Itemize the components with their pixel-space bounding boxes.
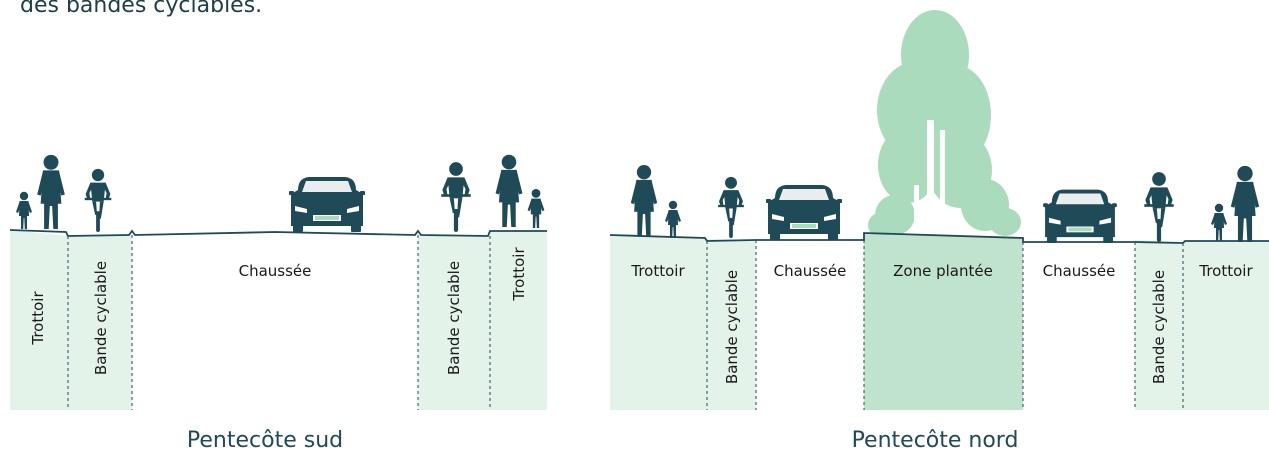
zone-label: Bande cyclable	[723, 270, 741, 384]
zone-label: Trottoir	[630, 262, 685, 280]
adult-pedestrian-icon	[1230, 165, 1260, 242]
zone-label: Trottoir	[29, 291, 47, 346]
north-bike-lane-right	[1135, 240, 1183, 410]
cyclist-icon	[84, 168, 112, 232]
zone-label: Bande cyclable	[92, 261, 110, 375]
child-pedestrian-icon	[1211, 203, 1227, 241]
south-sidewalk-right	[490, 231, 547, 410]
south-bike-lane-left	[68, 235, 132, 410]
zone-label: Chaussée	[239, 262, 312, 280]
zone-label: Bande cyclable	[445, 261, 463, 375]
car-icon	[766, 185, 842, 240]
intro-text: des bandes cyclables.	[20, 0, 263, 18]
south-sidewalk-left	[10, 230, 68, 410]
north-planted-zone	[864, 234, 1023, 410]
north-ground-line	[609, 232, 1269, 244]
child-pedestrian-icon	[16, 191, 32, 229]
south-ground-line	[9, 229, 547, 237]
car-icon	[289, 177, 365, 232]
section-south: Trottoir Bande cyclable Chaussée Bande c…	[9, 154, 547, 410]
section-north: Trottoir Bande cyclable Chaussée Zone pl…	[609, 10, 1269, 410]
child-pedestrian-icon	[527, 188, 545, 228]
north-sidewalk-left	[610, 235, 707, 410]
zone-label: Chaussée	[1043, 262, 1116, 280]
adult-pedestrian-icon	[630, 165, 658, 236]
zone-label: Bande cyclable	[1150, 270, 1168, 384]
south-bike-lane-right	[418, 235, 490, 410]
child-pedestrian-icon	[665, 200, 681, 238]
cyclist-icon	[718, 176, 744, 238]
adult-pedestrian-icon	[37, 154, 65, 229]
zone-label: Trottoir	[510, 247, 528, 302]
zone-label: Chaussée	[774, 262, 847, 280]
adult-pedestrian-icon	[495, 154, 523, 227]
zone-label: Trottoir	[1198, 262, 1253, 280]
zone-label: Zone plantée	[893, 262, 993, 280]
cyclist-icon	[1144, 172, 1174, 242]
north-sidewalk-right	[1183, 241, 1269, 410]
north-bike-lane-left	[707, 239, 756, 410]
tree-icon	[868, 10, 1021, 237]
section-title-south: Pentecôte sud	[186, 428, 344, 453]
section-title-north: Pentecôte nord	[851, 428, 1019, 453]
cyclist-icon	[441, 162, 471, 232]
car-icon	[1043, 189, 1117, 243]
